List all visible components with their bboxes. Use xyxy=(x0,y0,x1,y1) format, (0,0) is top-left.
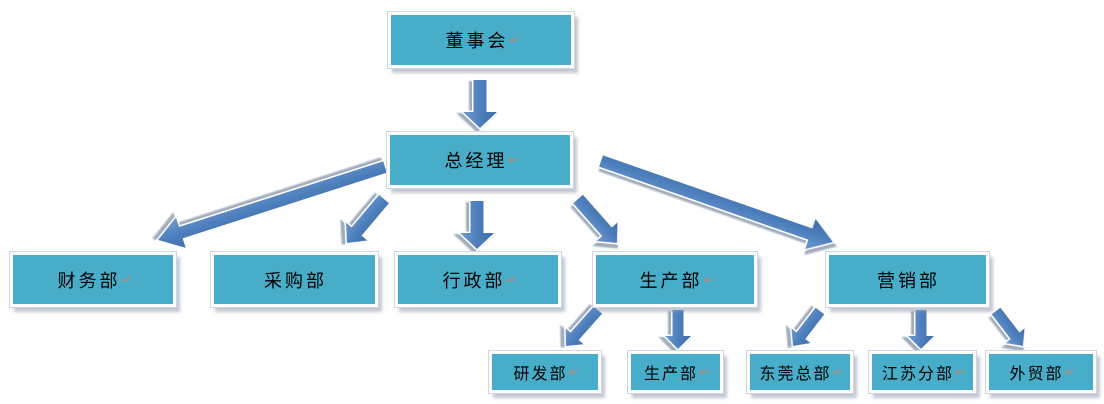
node-label: 生产部 xyxy=(643,364,698,383)
node-jiangsu-branch[interactable]: 江苏分部↵ xyxy=(869,351,976,393)
connector-arrow-marketing-to-trade[interactable] xyxy=(986,304,1032,354)
node-board-of-directors[interactable]: 董事会↵ xyxy=(388,12,574,68)
node-label: 总经理 xyxy=(444,151,508,172)
node-label: 研发部 xyxy=(513,364,568,383)
paragraph-mark-icon: ↵ xyxy=(832,365,843,379)
connector-arrow-gm-to-production[interactable] xyxy=(568,190,628,253)
paragraph-mark-icon: ↵ xyxy=(509,33,520,47)
node-rnd-dept[interactable]: 研发部↵ xyxy=(489,351,601,393)
connector-arrow-gm-to-purchasing[interactable] xyxy=(336,190,394,252)
paragraph-mark-icon: ↵ xyxy=(954,365,966,379)
node-label: 东莞总部 xyxy=(759,364,832,383)
node-production-dept[interactable]: 生产部↵ xyxy=(593,252,757,307)
paragraph-mark-icon: ↵ xyxy=(698,365,710,379)
node-dongguan-hq[interactable]: 东莞总部↵ xyxy=(747,351,853,393)
connector-arrow-gm-to-marketing[interactable] xyxy=(596,146,839,257)
node-label: 营销部 xyxy=(877,270,940,292)
connector-arrow-board-to-gm[interactable] xyxy=(459,78,501,131)
node-admin-dept[interactable]: 行政部↵ xyxy=(395,252,561,307)
connector-arrow-production-to-rnd[interactable] xyxy=(557,302,607,354)
connector-arrow-marketing-to-dongguan[interactable] xyxy=(783,304,829,354)
node-label: 采购部 xyxy=(264,270,327,292)
connector-arrow-marketing-to-jiangsu[interactable] xyxy=(904,308,938,352)
node-general-manager[interactable]: 总经理↵ xyxy=(387,132,573,188)
node-foreign-trade-dept[interactable]: 外贸部↵ xyxy=(986,351,1096,393)
node-marketing-dept[interactable]: 营销部 xyxy=(826,252,989,307)
node-purchasing-dept[interactable]: 采购部 xyxy=(211,252,378,307)
paragraph-mark-icon: ↵ xyxy=(568,365,579,379)
node-label: 江苏分部 xyxy=(881,364,954,383)
paragraph-mark-icon: ↵ xyxy=(121,272,132,287)
node-finance-dept[interactable]: 财务部↵ xyxy=(10,252,176,307)
paragraph-mark-icon: ↵ xyxy=(508,153,519,167)
paragraph-mark-icon: ↵ xyxy=(506,272,517,287)
connector-arrow-gm-to-finance[interactable] xyxy=(153,152,390,255)
connector-arrow-production-to-production2[interactable] xyxy=(661,308,695,352)
node-label: 财务部 xyxy=(57,270,121,292)
connector-arrow-gm-to-admin[interactable] xyxy=(456,199,498,252)
node-label: 行政部 xyxy=(442,270,506,292)
node-label: 外贸部 xyxy=(1009,364,1064,383)
node-label: 董事会 xyxy=(445,31,509,52)
node-production-sub-dept[interactable]: 生产部↵ xyxy=(628,351,723,393)
paragraph-mark-icon: ↵ xyxy=(703,272,714,287)
node-label: 生产部 xyxy=(639,270,703,292)
paragraph-mark-icon: ↵ xyxy=(1064,365,1075,379)
